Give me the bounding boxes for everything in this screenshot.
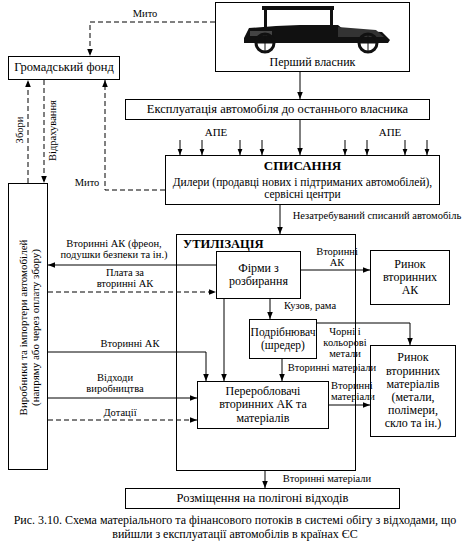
edge-label: Кузов, рама	[275, 300, 345, 311]
financial-flow-arrow	[105, 80, 165, 190]
edge-label: Мито	[120, 8, 170, 19]
ape-arrow	[427, 140, 428, 155]
car-wheel	[359, 34, 377, 52]
node-heading: СПИСАННЯ	[264, 159, 341, 173]
process-box: Фірми з розбирання	[216, 251, 301, 299]
figure-caption: Рис. 3.10. Схема матеріального та фінанс…	[10, 514, 460, 541]
material-flow-arrow	[317, 323, 410, 345]
ape-arrow	[240, 140, 241, 155]
process-box: СПИСАННЯ Дилери (продавці нових і підтрим…	[165, 155, 440, 205]
ape-arrow	[345, 140, 346, 155]
edge-label: Вторинні АК (фреон, подушки безпеки та і…	[54, 238, 174, 260]
material-flow-arrow	[280, 205, 281, 234]
edge-label: Вторинні матеріали	[331, 380, 371, 402]
ape-arrow	[405, 140, 406, 155]
material-flow-arrow	[48, 265, 216, 266]
material-flow-arrow	[300, 120, 301, 155]
material-flow-arrow	[329, 405, 370, 406]
financial-flow-arrow	[48, 420, 197, 421]
ape-arrow	[180, 140, 181, 155]
edge-label: Вторинні АК	[312, 246, 362, 268]
financial-flow-arrow	[28, 80, 29, 183]
process-box: Виробники та імпортери автомобілей (напр…	[8, 183, 48, 470]
material-flow-arrow	[301, 270, 370, 271]
financial-flow-arrow	[90, 22, 215, 56]
ape-arrow	[262, 140, 263, 155]
wheel-spokes	[256, 34, 377, 52]
process-box: Подрібнювач (шредер)	[249, 319, 317, 359]
flow-label: АПЕ	[196, 126, 236, 138]
node-text: Перший власник	[270, 56, 356, 69]
edge-label: Дотації	[90, 407, 150, 418]
node-text: Переробловачі вторинних АК та матеріалів	[203, 385, 323, 425]
node-text: Ринок вторинних АК	[380, 258, 440, 298]
car-wheel	[256, 34, 274, 52]
edge-label: Відходи виробництва	[85, 372, 145, 394]
material-flow-arrow	[48, 398, 197, 399]
car-body	[244, 25, 390, 43]
node-text: Дилери (продавці нових і підтриманих авт…	[171, 176, 434, 201]
car-roof	[262, 6, 334, 10]
node-text: Експлуатація автомобіля до останнього вл…	[147, 103, 408, 117]
ape-arrow	[367, 140, 368, 155]
ape-arrows	[180, 140, 427, 155]
edge-label: Відрахування	[47, 83, 58, 178]
financial-flow-arrow	[44, 80, 45, 183]
edge-label: Плата за вторинні АК	[95, 267, 155, 289]
car-post	[330, 9, 333, 29]
flow-label: АПЕ	[370, 126, 410, 138]
node-text: Подрібнювач (шредер)	[251, 326, 316, 351]
process-box: Розміщення на полігоні відходів	[125, 488, 400, 509]
car-wheels	[256, 34, 377, 52]
node-text: Виробники та імпортери автомобілей (напр…	[9, 184, 49, 471]
edge-label: Збори	[14, 100, 25, 160]
ape-arrow	[202, 140, 203, 155]
node-text: Фірми з розбирання	[222, 262, 295, 288]
car-hood	[338, 27, 384, 37]
process-box: Ринок вторинних АК	[370, 250, 450, 305]
edge-label: Вторинні АК	[85, 338, 175, 349]
car-door	[250, 31, 272, 36]
node-text: Громадський фонд	[14, 61, 114, 75]
group-box: УТИЛІЗАЦІЯ Фірми з розбиранняПодрібнювач …	[176, 234, 356, 471]
material-flow-arrow	[224, 299, 225, 381]
node-heading: УТИЛІЗАЦІЯ	[183, 237, 264, 252]
node-text: Ринок вторинних матеріалів (метали, полі…	[379, 351, 447, 430]
material-flow-arrow	[282, 359, 283, 381]
edge-label: Чорні і кольорові метали	[320, 326, 370, 359]
car-post	[264, 9, 267, 29]
material-flow-arrow	[270, 299, 271, 319]
edge-label: Вторинні матеріали	[287, 362, 377, 373]
process-box: Переробловачі вторинних АК та матеріалів	[197, 381, 329, 429]
edge-label: Вторинні матеріали	[272, 473, 382, 484]
edge-label: Мито	[72, 177, 102, 188]
car-illustration	[244, 6, 390, 43]
material-flow-arrow	[48, 352, 206, 381]
process-box: Експлуатація автомобіля до останнього вл…	[125, 99, 430, 120]
node-text: Розміщення на полігоні відходів	[177, 492, 349, 506]
process-box: Ринок вторинних матеріалів (метали, полі…	[370, 345, 456, 437]
process-box: Перший власник	[215, 2, 410, 72]
financial-flow-arrow	[48, 292, 216, 293]
process-box: Громадський фонд	[8, 56, 120, 80]
material-flow-arrow	[300, 72, 301, 99]
edge-label: Незатребуваний списаний автомобіль	[287, 210, 467, 221]
material-flow-arrow	[265, 471, 266, 488]
